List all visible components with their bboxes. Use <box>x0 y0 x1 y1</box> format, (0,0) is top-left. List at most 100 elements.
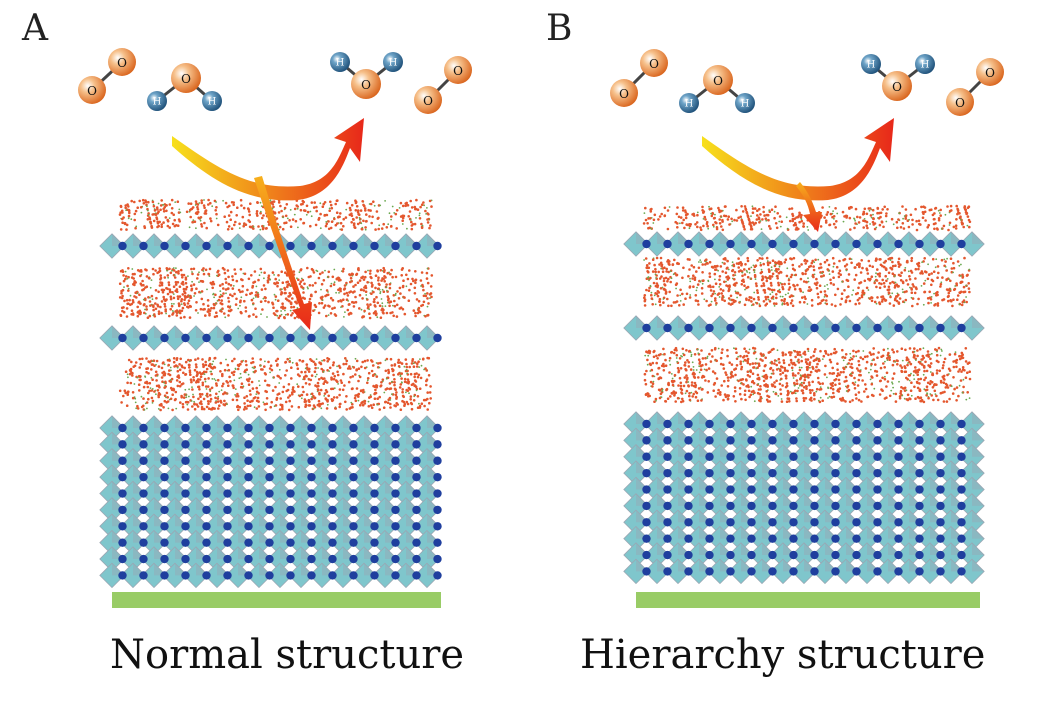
a-site-cation <box>307 505 316 515</box>
organic-molecule-dot <box>829 360 833 364</box>
organic-molecule-dot <box>804 397 808 400</box>
organic-molecule-dot <box>178 380 182 384</box>
organic-molecule-dot <box>789 301 793 305</box>
organic-molecule-dot <box>366 377 370 380</box>
organic-molecule-dot <box>213 303 216 307</box>
organic-molecule-dot <box>247 373 250 376</box>
organic-molecule-dot <box>837 388 840 391</box>
a-site-cation <box>936 323 945 333</box>
organic-molecule-dot <box>784 377 788 380</box>
organic-molecule-dot <box>315 205 318 209</box>
organic-molecule-dot <box>781 365 784 369</box>
organic-molecule-dot <box>193 407 197 411</box>
organic-molecule-dot <box>173 276 177 279</box>
organic-molecule-dot <box>378 408 382 411</box>
organic-molecule-dot <box>213 366 217 369</box>
organic-molecule-dot <box>897 257 901 261</box>
organic-molecule-dot <box>712 389 715 393</box>
octahedron-shade <box>972 231 985 244</box>
organic-molecule-dot <box>362 203 365 207</box>
organic-molecule-dot <box>428 226 431 230</box>
organic-molecule-dot <box>340 228 344 231</box>
octahedron <box>120 325 146 351</box>
organic-molecule-dot <box>256 295 260 298</box>
octahedron <box>351 325 377 351</box>
organic-molecule-dot <box>252 281 255 284</box>
organic-molecule-dot <box>133 295 136 298</box>
organic-molecule-dot <box>310 374 314 377</box>
organic-molecule-dot <box>284 214 288 218</box>
organic-molecule-dot <box>405 285 408 288</box>
organic-molecule-dot <box>343 316 345 318</box>
organic-molecule-dot <box>907 362 909 364</box>
octahedron-shade <box>154 514 167 527</box>
octahedron-shade <box>280 497 293 510</box>
organic-molecule-dot <box>429 397 433 400</box>
organic-molecule-dot <box>237 364 241 368</box>
a-site-cation <box>286 554 295 564</box>
organic-molecule-dot <box>853 266 857 269</box>
organic-molecule-dot <box>227 314 230 317</box>
organic-molecule-dot <box>414 281 417 285</box>
a-site-cation <box>705 239 714 249</box>
organic-molecule-dot <box>871 359 874 362</box>
a-site-cation <box>244 456 253 465</box>
organic-molecule-dot <box>949 288 952 291</box>
organic-molecule-dot <box>418 366 421 368</box>
organic-molecule-dot <box>658 277 662 280</box>
organic-molecule-dot <box>152 308 155 312</box>
organic-molecule-dot <box>345 359 349 363</box>
organic-molecule-dot <box>292 305 296 309</box>
octahedron <box>288 233 314 259</box>
organic-molecule-dot <box>721 261 724 264</box>
organic-molecule-dot <box>928 382 932 386</box>
organic-molecule-dot <box>408 387 412 391</box>
organic-molecule-dot <box>729 299 731 301</box>
organic-molecule-dot <box>427 356 431 360</box>
organic-molecule-dot <box>381 302 384 305</box>
organic-molecule-dot <box>884 274 887 278</box>
organic-molecule-dot <box>855 263 859 267</box>
organic-molecule-dot <box>193 402 196 406</box>
organic-molecule-dot <box>303 377 306 381</box>
organic-molecule-dot <box>853 226 856 230</box>
organic-molecule-dot <box>887 271 891 275</box>
organic-molecule-dot <box>187 275 189 277</box>
organic-molecule-dot <box>960 303 964 307</box>
organic-molecule-dot <box>395 391 398 394</box>
organic-molecule-dot <box>830 303 834 306</box>
organic-molecule-dot <box>908 218 910 221</box>
organic-molecule-dot <box>285 389 289 393</box>
organic-molecule-dot <box>405 368 408 371</box>
organic-molecule-dot <box>220 308 223 311</box>
organic-molecule-dot <box>364 286 368 290</box>
organic-molecule-dot <box>789 353 792 357</box>
organic-molecule-dot <box>869 277 872 281</box>
organic-molecule-dot <box>823 216 826 219</box>
organic-molecule-dot <box>354 357 357 360</box>
organic-molecule-dot <box>163 386 166 389</box>
organic-molecule-dot <box>176 281 180 284</box>
organic-molecule-dot <box>702 224 705 228</box>
organic-molecule-dot <box>411 277 414 281</box>
organic-molecule-dot <box>923 210 927 214</box>
organic-molecule-dot <box>770 275 774 278</box>
organic-molecule-dot <box>739 215 742 219</box>
organic-molecule-dot <box>388 286 392 290</box>
organic-molecule-dot <box>416 362 419 366</box>
organic-molecule-dot <box>800 366 803 369</box>
octahedron <box>959 315 985 341</box>
organic-molecule-dot <box>276 284 279 288</box>
organic-molecule-dot <box>275 396 279 400</box>
organic-molecule-dot <box>229 284 233 287</box>
organic-molecule-dot <box>127 287 130 290</box>
a-site-cation <box>684 239 693 249</box>
organic-molecule-dot <box>853 376 856 380</box>
organic-molecule-dot <box>911 283 915 286</box>
organic-molecule-dot <box>927 263 929 266</box>
organic-molecule-dot <box>397 358 401 362</box>
organic-molecule-dot <box>393 304 397 308</box>
organic-molecule-dot <box>146 385 150 389</box>
a-site-cation <box>244 333 253 343</box>
organic-molecule-dot <box>648 286 651 290</box>
